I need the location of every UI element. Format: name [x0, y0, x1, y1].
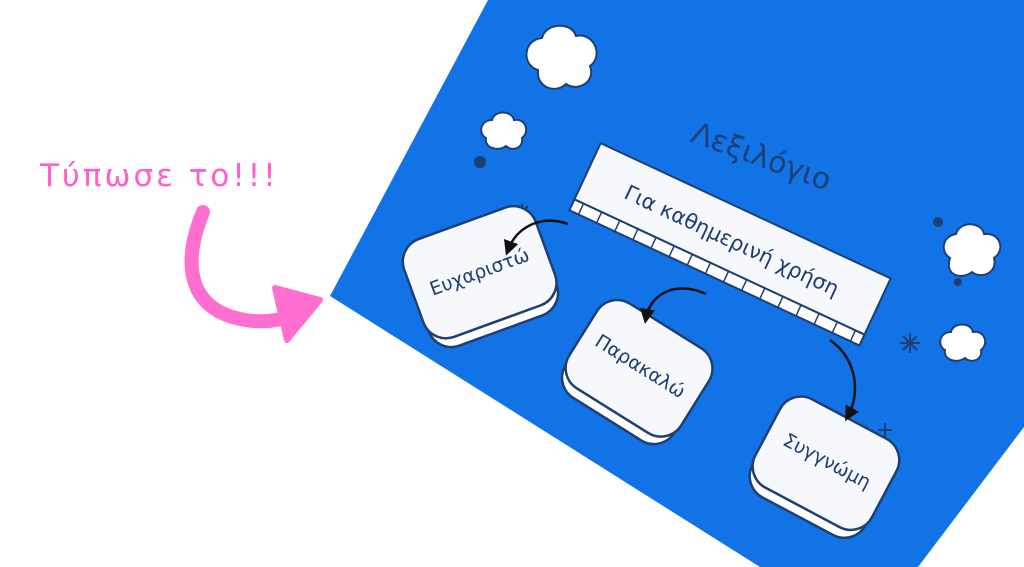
cloud-icon: [480, 111, 528, 150]
pink-arrow-icon: [184, 205, 323, 343]
connector-arrow: [504, 219, 569, 256]
decorative-dot: [954, 278, 962, 286]
star-icon: [878, 423, 892, 437]
decorative-dot: [933, 217, 943, 227]
vocabulary-box: Παρακαλώ: [560, 298, 714, 446]
print-callout-text: Τύπωσε το!!!: [40, 158, 279, 194]
connector-arrow: [829, 338, 859, 422]
vocabulary-box: Συγγνώμη: [748, 395, 901, 540]
star-icon: [900, 333, 920, 353]
cloud-icon: [939, 323, 987, 362]
decorative-dot: [474, 156, 486, 168]
cloud-icon: [942, 223, 1002, 277]
connector-arrow: [640, 287, 707, 324]
cloud-icon: [525, 24, 598, 90]
